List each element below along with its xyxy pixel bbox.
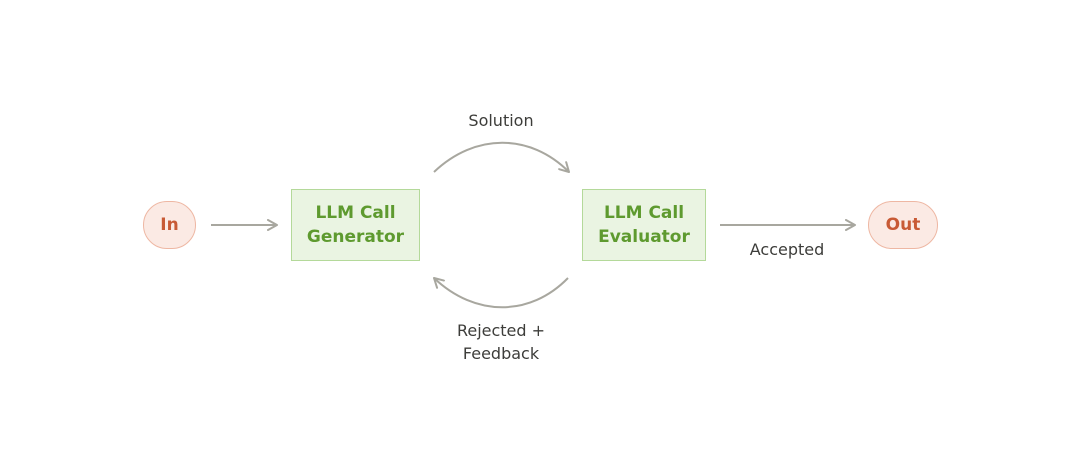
evaluator-node-role: Evaluator: [598, 227, 690, 247]
output-node: Out: [868, 201, 938, 249]
accepted-edge-label: Accepted: [749, 240, 825, 259]
rejected-edge-label: Rejected + Feedback: [431, 319, 571, 365]
solution-edge-label: Solution: [468, 111, 534, 130]
arrow-rejected-arc: [433, 277, 569, 309]
arrow-solution-arc: [433, 141, 570, 173]
rejected-edge-label-line2: Feedback: [462, 344, 540, 363]
output-node-label: Out: [885, 215, 921, 235]
input-node-label: In: [160, 215, 179, 235]
evaluator-node: LLM Call Evaluator: [582, 189, 706, 261]
rejected-edge-label-line1: Rejected +: [456, 321, 546, 340]
generator-node: LLM Call Generator: [291, 189, 420, 261]
evaluator-node-title: LLM Call: [603, 203, 685, 223]
generator-node-title: LLM Call: [315, 203, 396, 223]
input-node: In: [143, 201, 196, 249]
generator-node-role: Generator: [306, 227, 405, 247]
